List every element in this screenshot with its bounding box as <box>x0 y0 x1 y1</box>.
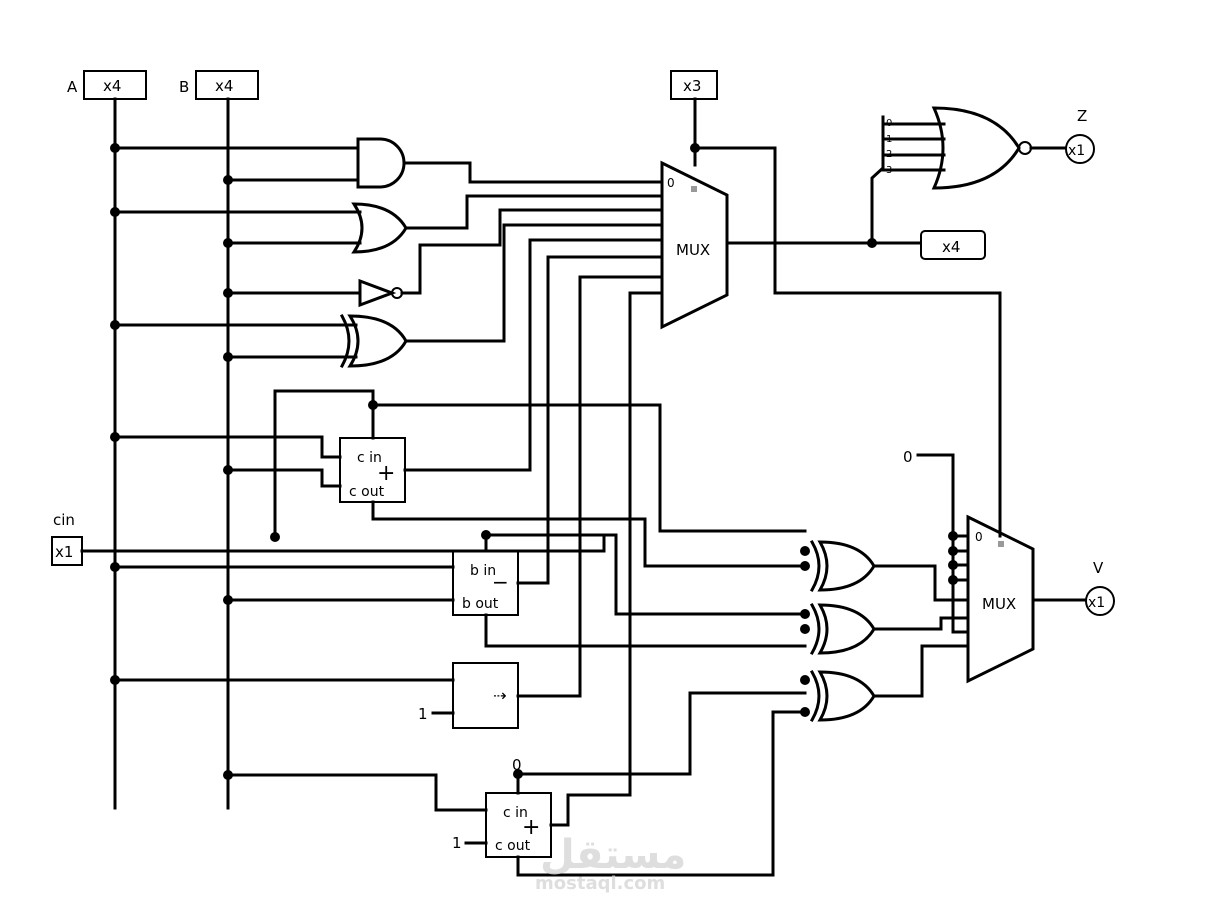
splitter: 0 1 2 3 <box>870 115 946 245</box>
nor-gate <box>931 106 1068 190</box>
junction-dots <box>110 143 958 780</box>
subtractor-bin-label: b in <box>470 563 496 579</box>
adder-2-cin-label: c in <box>503 805 528 821</box>
and-gate <box>113 137 664 189</box>
input-sel-width: x3 <box>683 77 701 95</box>
split-bit-2: 2 <box>886 149 892 160</box>
input-cin-width: x1 <box>55 543 73 561</box>
watermark: مستقل mostaql.com <box>535 832 686 894</box>
split-bit-3: 3 <box>886 165 892 176</box>
adder-1-op: + <box>377 461 395 486</box>
input-b: B x4 <box>179 70 259 100</box>
output-z-width: x1 <box>1068 143 1085 159</box>
mux-v-const: 0 <box>903 448 913 466</box>
adder-2: c in c out + 0 1 <box>226 291 807 877</box>
input-a-width: x4 <box>103 77 121 95</box>
mux-main-label: MUX <box>676 241 710 259</box>
input-cin-name: cin <box>53 511 75 529</box>
or-gate <box>113 194 664 254</box>
output-z: Z x1 <box>1065 107 1095 164</box>
output-v-name: V <box>1093 559 1104 577</box>
mux-v-label: MUX <box>982 595 1016 613</box>
mux-main-port0: 0 <box>667 176 675 190</box>
mux-v: MUX 0 0 <box>903 448 1088 684</box>
split-bit-0: 0 <box>886 118 892 129</box>
or-gate-v3 <box>809 644 970 723</box>
adder-1: c in c out + <box>113 238 807 568</box>
input-b-name: B <box>179 78 189 96</box>
output-v-pin <box>1085 586 1115 616</box>
subtractor-op: − <box>492 570 509 594</box>
adder-2-op: + <box>522 815 540 840</box>
adder-1-cout-label: c out <box>349 484 385 500</box>
output-v: V x1 <box>1085 559 1115 616</box>
adder-2-cin-const: 0 <box>512 756 522 774</box>
adder-2-cout-label: c out <box>495 838 531 854</box>
shifter: ⇢ 1 <box>113 275 664 729</box>
mux-v-port0: 0 <box>975 530 983 544</box>
adder-2-b-const: 1 <box>452 834 462 852</box>
adder-1-cin-label: c in <box>357 450 382 466</box>
output-result: x4 <box>920 230 986 260</box>
cin-wire <box>80 533 606 553</box>
input-a-name: A <box>67 78 78 96</box>
watermark-latin: mostaql.com <box>535 873 665 894</box>
input-sel: x3 <box>670 70 718 100</box>
split-bit-1: 1 <box>886 134 892 145</box>
mux-main: MUX 0 <box>660 146 1002 538</box>
xor-gate <box>113 223 664 369</box>
input-cin: cin x1 <box>51 511 83 566</box>
output-v-width: x1 <box>1088 595 1105 611</box>
output-z-pin <box>1065 134 1095 164</box>
output-result-width: x4 <box>942 238 960 256</box>
input-b-width: x4 <box>215 77 233 95</box>
not-gate <box>226 208 664 308</box>
subtractor: b in b out − <box>113 255 807 648</box>
output-z-name: Z <box>1077 107 1087 125</box>
shifter-op: ⇢ <box>493 686 506 705</box>
shifter-const: 1 <box>418 705 428 723</box>
subtractor-bout-label: b out <box>462 596 499 612</box>
cin-branch <box>602 533 807 616</box>
watermark-arabic: مستقل <box>540 832 686 878</box>
or-gate-v1 <box>809 539 970 602</box>
input-a: A x4 <box>67 70 147 100</box>
